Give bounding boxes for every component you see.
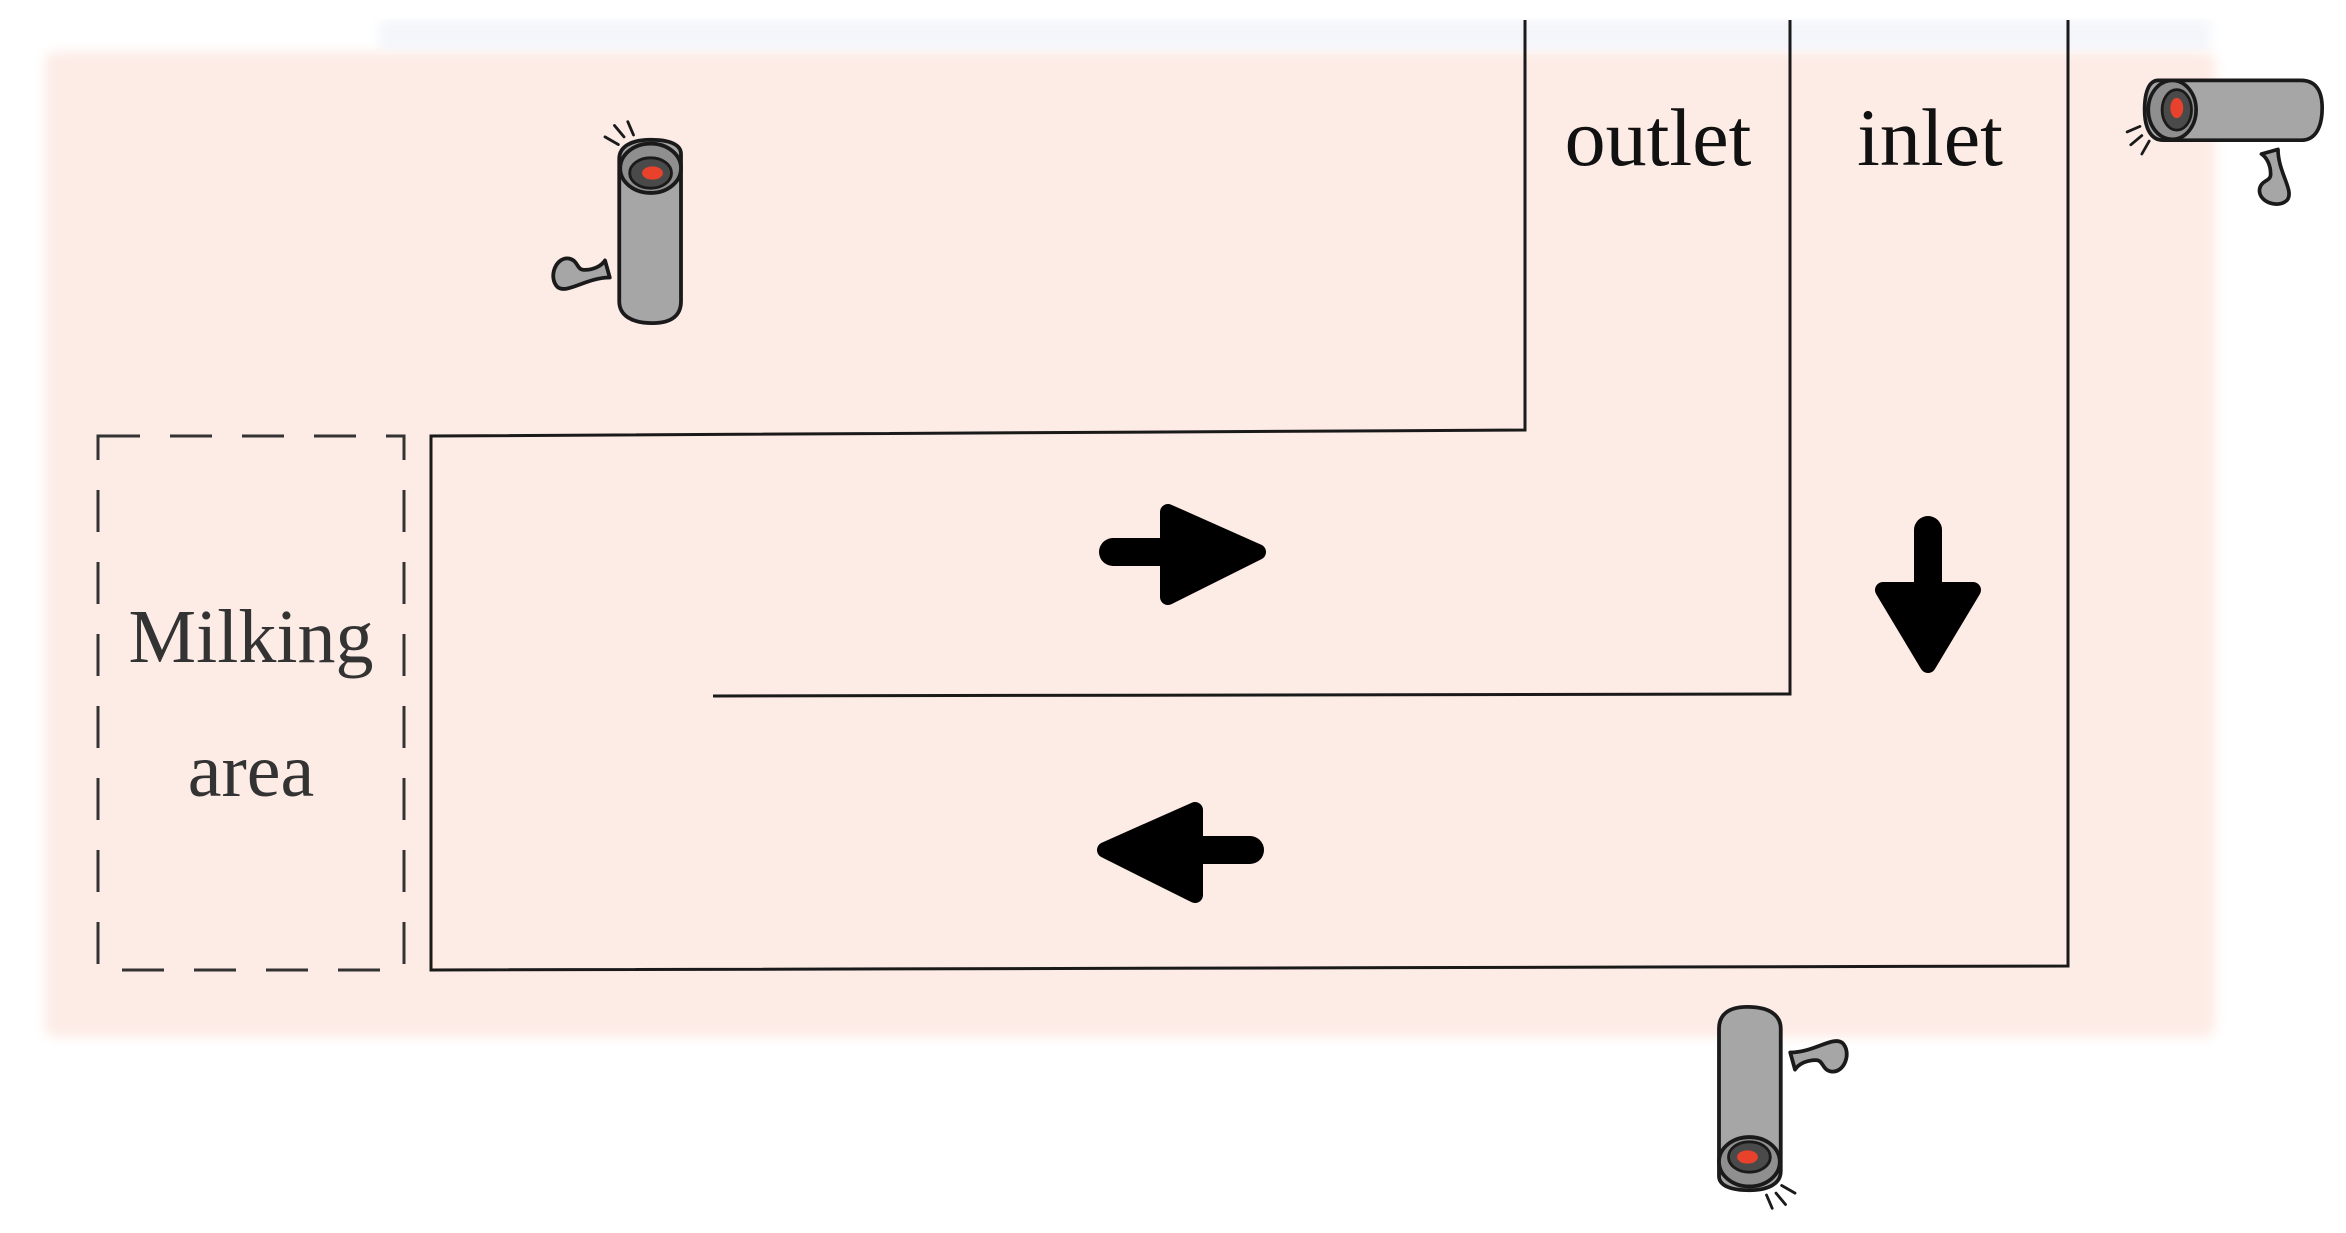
milking-area-label-line2: area xyxy=(188,729,315,813)
arrow-left-icon xyxy=(1097,802,1264,903)
milking-area-label-line1: Milking xyxy=(129,595,374,679)
security-camera-icon xyxy=(1717,1004,1849,1211)
inner-divider-wall xyxy=(712,20,1792,698)
arrow-right-icon xyxy=(1099,504,1266,605)
arrow-down-icon xyxy=(1875,516,1981,673)
milking-area-box xyxy=(96,434,406,972)
alley-walls xyxy=(429,20,2070,972)
outer-wall xyxy=(429,20,2070,972)
inlet-label: inlet xyxy=(1857,92,2003,183)
outlet-label: outlet xyxy=(1565,92,1752,183)
